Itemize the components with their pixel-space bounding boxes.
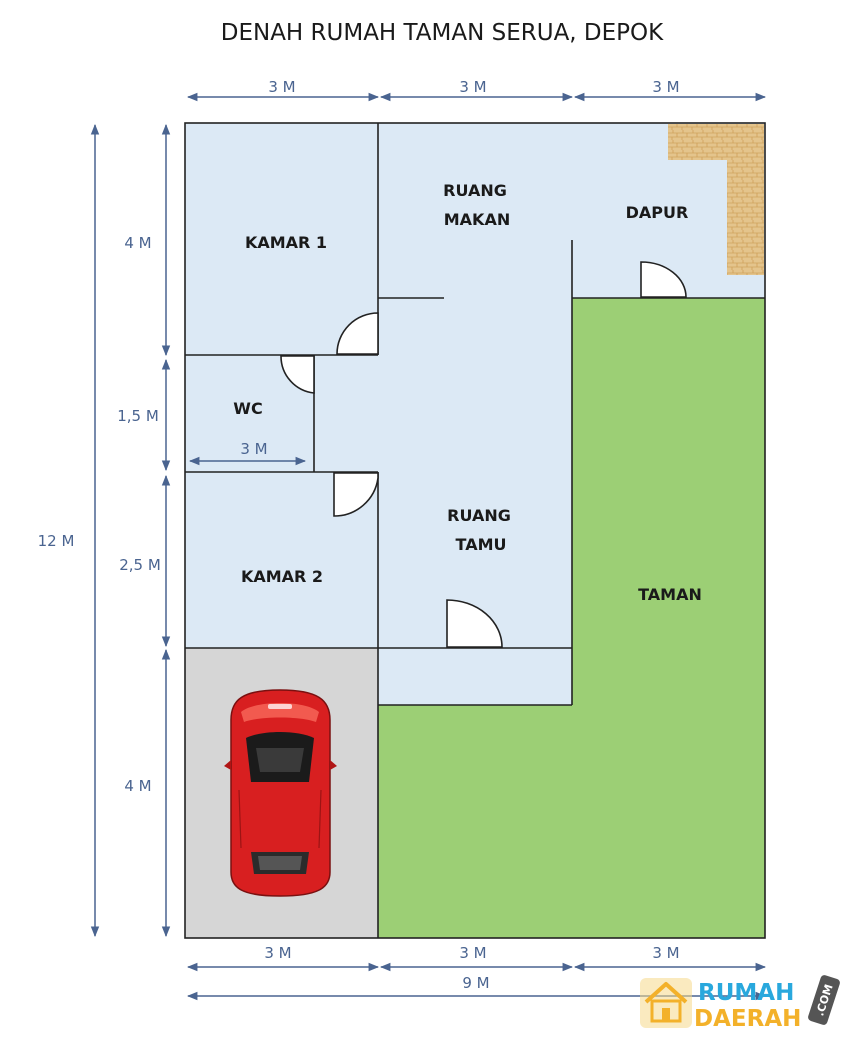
garden-area (378, 298, 765, 938)
room-label-ruang-tamu-1: RUANG (447, 506, 511, 525)
door-swing-icon (333, 472, 379, 517)
dimension-label-bottom-3: 3 M (652, 944, 679, 962)
room-label-kamar-1: KAMAR 1 (245, 233, 327, 252)
dimension-label-left-2: 1,5 M (117, 407, 159, 425)
room-label-ruang-makan-1: RUANG (443, 181, 507, 200)
kitchen-counter (668, 124, 764, 275)
room-labels: KAMAR 1 WC RUANG MAKAN DAPUR RUANG TAMU … (233, 181, 702, 604)
room-label-kamar-2: KAMAR 2 (241, 567, 323, 586)
watermark-line-2: DAERAH (694, 1006, 801, 1032)
room-label-ruang-makan-2: MAKAN (444, 210, 510, 229)
dimension-left (90, 123, 307, 938)
dimension-label-bottom-2: 3 M (459, 944, 486, 962)
dimension-label-top-3: 3 M (652, 78, 679, 96)
watermark-line-1: RUMAH (698, 980, 794, 1006)
door-swing-icon (446, 599, 503, 648)
door-swing-icon (336, 312, 379, 355)
dimension-label-top-1: 3 M (268, 78, 295, 96)
dimension-label-bottom-1: 3 M (264, 944, 291, 962)
dimension-label-left-1: 4 M (124, 234, 151, 252)
dimension-label-left-3: 2,5 M (119, 556, 161, 574)
ruang-tamu-extension (378, 648, 572, 705)
house-icon (640, 978, 692, 1028)
watermark-logo: RUMAH DAERAH .COM (640, 975, 840, 1032)
dimension-label-total-height: 12 M (38, 532, 75, 550)
room-label-wc: WC (233, 399, 262, 418)
door-swing-icon (280, 355, 315, 394)
dimension-label-total-width: 9 M (462, 974, 489, 992)
dimension-label-wc-width: 3 M (240, 440, 267, 458)
room-label-ruang-tamu-2: TAMU (456, 535, 507, 554)
room-label-dapur: DAPUR (626, 203, 689, 222)
car-icon (224, 689, 337, 897)
page-title: DENAH RUMAH TAMAN SERUA, DEPOK (221, 20, 664, 46)
dimension-label-left-4: 4 M (124, 777, 151, 795)
room-fills (185, 123, 765, 938)
door-swing-icon (640, 261, 687, 298)
doors (280, 261, 687, 648)
room-label-taman: TAMAN (638, 585, 702, 604)
dimension-label-top-2: 3 M (459, 78, 486, 96)
